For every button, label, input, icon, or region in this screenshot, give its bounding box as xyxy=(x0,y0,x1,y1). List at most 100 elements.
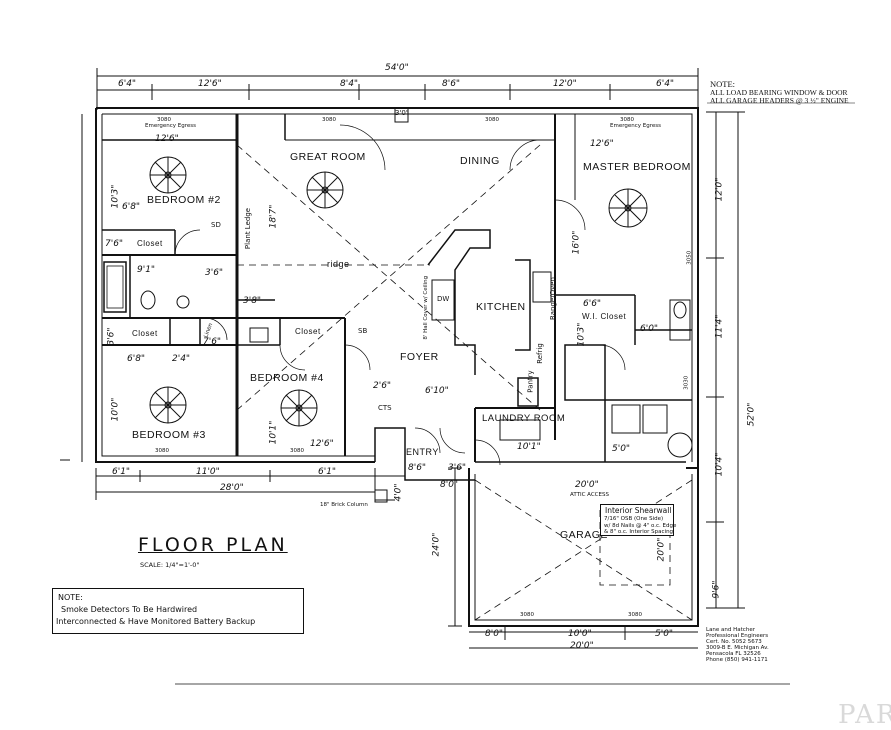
dim-label: 3'8" xyxy=(243,296,262,306)
closet-bedroom2: Closet xyxy=(137,239,163,248)
dim-label: 6'8" xyxy=(122,202,141,212)
note-box-line-2: Interconnected & Have Monitored Battery … xyxy=(56,617,256,626)
window-label: 3080 xyxy=(155,448,169,454)
shearwall-line-2: w/ 8d Nails @ 4" o.c. Edge xyxy=(604,523,677,529)
room-entry: ENTRY xyxy=(406,447,439,457)
engineer-line: Pensacola FL 32526 xyxy=(706,651,761,657)
room-bedroom-2: BEDROOM #2 xyxy=(147,194,221,206)
window-label: 3030 xyxy=(683,375,690,390)
dim-label: 10'1" xyxy=(517,442,541,452)
shearwall-note: Interior Shearwall 7/16" OSB (One Side) … xyxy=(600,504,677,536)
window-label: 3080 xyxy=(322,117,336,123)
shearwall-title: Interior Shearwall xyxy=(605,506,672,515)
dim-label: 10'3" xyxy=(110,184,121,209)
pantry-label: Pantry xyxy=(526,370,535,393)
window-label: 3080 xyxy=(157,117,171,123)
room-foyer: FOYER xyxy=(400,351,439,363)
top-total-dimension: 54'0" xyxy=(385,63,409,73)
closet-bedroom4: Closet xyxy=(295,327,321,336)
bottom-dim-5: 20'0" xyxy=(575,480,599,490)
right-dim-2: 11'4" xyxy=(714,314,725,339)
bottom-dim-2: 11'0" xyxy=(196,467,220,477)
note-box-line-1: Smoke Detectors To Be Hardwired xyxy=(61,605,198,614)
window-label: 3080 xyxy=(520,612,534,618)
engineer-line: 3009-B E. Michigan Av. xyxy=(706,645,769,651)
dim-label: 10'3" xyxy=(576,322,587,347)
upper-door-label: 3'0" xyxy=(395,109,410,117)
closet-hall: Closet xyxy=(132,329,158,338)
room-dining: DINING xyxy=(460,155,500,167)
bottom-dim-1: 6'1" xyxy=(112,467,131,477)
window-label: 3080 xyxy=(628,612,642,618)
dim-label: 12'6" xyxy=(310,439,334,449)
engineer-line: Cert. No. 5052 5673 xyxy=(706,639,762,645)
shearwall-line-1: 7/16" OSB (One Side) xyxy=(604,516,664,522)
top-dim-3: 8'4" xyxy=(340,79,359,89)
engineer-line: Lane and Hatcher xyxy=(706,627,755,633)
brick-column-label: 18" Brick Column xyxy=(320,502,368,508)
bottom-dim-4: 8'0" xyxy=(440,480,459,490)
dim-label: 20'0" xyxy=(656,537,667,562)
ceiling-fan-master xyxy=(608,188,648,228)
dim-label: 12'6" xyxy=(590,139,614,149)
room-garage: GARAGE xyxy=(560,529,608,541)
dim-label: 4'0" xyxy=(393,483,404,502)
room-master-bedroom: MASTER BEDROOM xyxy=(583,161,691,173)
top-dim-6: 6'4" xyxy=(656,79,675,89)
ceiling-fan-bedroom2 xyxy=(149,156,187,194)
watermark-logo: PAR xyxy=(838,700,891,730)
top-note-line-1: ALL LOAD BEARING WINDOW & DOOR xyxy=(710,88,848,97)
range-oven-label: Range/Oven xyxy=(548,277,557,320)
garage-dim-total: 20'0" xyxy=(570,641,594,651)
floor-plan-scale: SCALE: 1/4"=1'-0" xyxy=(140,561,200,569)
garage-dim-3: 5'0" xyxy=(655,629,674,639)
top-dim-1: 6'4" xyxy=(118,79,137,89)
refrig-label: Refrig xyxy=(535,343,544,364)
window-label: 3050 xyxy=(686,250,693,265)
shearwall-line-3: & 8" o.c. Interior Spacing xyxy=(604,529,674,535)
dim-label: 10'1" xyxy=(268,420,279,445)
bottom-main-dimension: 28'0" xyxy=(220,483,244,493)
top-dim-2: 12'6" xyxy=(198,79,222,89)
dim-label: 8'6" xyxy=(408,463,427,473)
dim-label: 3'6" xyxy=(205,268,224,278)
dim-label: 6'6" xyxy=(583,299,602,309)
window-label: 3080 xyxy=(485,117,499,123)
window-label: 3080 xyxy=(290,448,304,454)
room-kitchen: KITCHEN xyxy=(476,301,526,313)
dim-label: 2'4" xyxy=(172,354,191,364)
note-box-title: NOTE: xyxy=(58,593,83,602)
top-note-title: NOTE: xyxy=(710,79,736,89)
dim-label: 7'6" xyxy=(203,337,222,347)
ceiling-fan-great-room xyxy=(306,171,344,209)
hall-cover-label: 8' Hall Cover w/ Ceiling xyxy=(423,275,430,340)
window-label: Emergency Egress xyxy=(610,123,661,129)
smoke-detector-label: SD xyxy=(211,221,221,229)
right-dim-1: 12'0" xyxy=(714,177,725,202)
garage-side-dimension: 24'0" xyxy=(431,532,442,557)
dim-label: 2'6" xyxy=(373,381,392,391)
dim-label: 6'0" xyxy=(640,324,659,334)
room-bedroom-3: BEDROOM #3 xyxy=(132,429,206,441)
top-dim-5: 12'0" xyxy=(553,79,577,89)
dim-label: 6'10" xyxy=(425,386,449,396)
ceiling-fan-bedroom3 xyxy=(149,386,187,424)
window-label: Emergency Egress xyxy=(145,123,196,129)
smoke-detector-note: NOTE: Smoke Detectors To Be Hardwired In… xyxy=(52,588,304,634)
dim-label: 12'6" xyxy=(155,134,179,144)
sb-label: SB xyxy=(358,327,368,335)
dim-label: 7'6" xyxy=(105,239,124,249)
dim-label: 10'0" xyxy=(110,397,121,422)
room-bedroom-4: BEDROOM #4 xyxy=(250,372,324,384)
ridge-label: ridge xyxy=(327,259,350,269)
top-dim-4: 8'6" xyxy=(442,79,461,89)
floor-plan-title: FLOOR PLAN xyxy=(138,534,288,556)
garage-dim-1: 8'0" xyxy=(485,629,504,639)
dim-label: 6'8" xyxy=(127,354,146,364)
right-dim-4: 9'6" xyxy=(711,580,722,599)
top-note-line-2: ALL GARAGE HEADERS @ 3 ½" ENGINE xyxy=(710,96,849,105)
dim-label: 16'0" xyxy=(571,230,582,255)
bottom-dim-3: 6'1" xyxy=(318,467,337,477)
garage-dim-2: 10'0" xyxy=(568,629,592,639)
